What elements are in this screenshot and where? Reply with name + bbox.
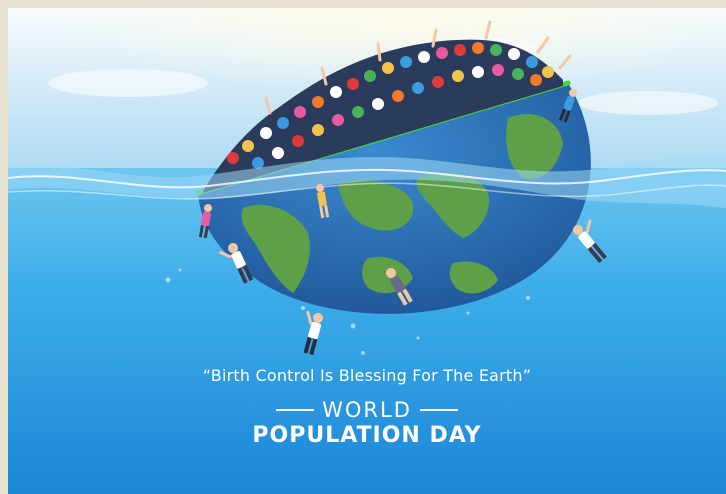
- tagline: “Birth Control Is Blessing For The Earth…: [202, 366, 532, 385]
- right-rule: [419, 409, 458, 411]
- bubble-icon: [165, 268, 530, 355]
- world-heading-line: WORLD: [8, 398, 726, 422]
- left-rule: [276, 409, 315, 411]
- population-day-heading: POPULATION DAY: [252, 423, 482, 448]
- poster-scene: [8, 8, 726, 494]
- crowd-icon: [203, 20, 572, 193]
- poster-frame: “Birth Control Is Blessing For The Earth…: [8, 8, 726, 494]
- falling-person-icon: [198, 89, 607, 356]
- world-word: WORLD: [322, 398, 412, 422]
- water-wave-icon: [8, 155, 726, 208]
